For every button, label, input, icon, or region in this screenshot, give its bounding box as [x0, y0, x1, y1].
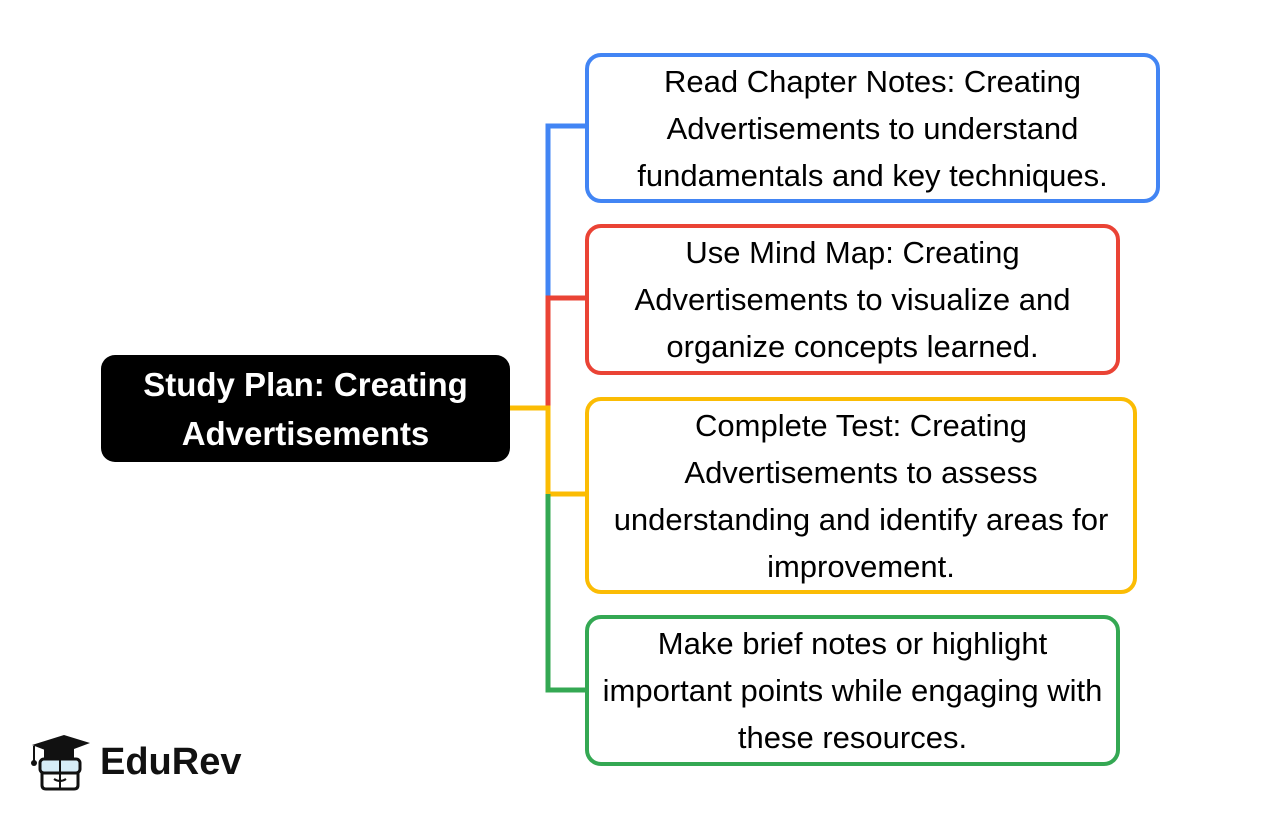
- node-read-notes: Read Chapter Notes: Creating Advertiseme…: [585, 53, 1160, 203]
- connector-green: [545, 494, 588, 693]
- root-node: Study Plan: Creating Advertisements: [101, 355, 510, 462]
- node-label: Make brief notes or highlight important …: [602, 626, 1103, 755]
- graduate-cap-icon: [31, 735, 90, 791]
- node-brief-notes: Make brief notes or highlight important …: [585, 615, 1120, 766]
- connector-yellow: [510, 405, 588, 497]
- connector-blue: [545, 123, 588, 298]
- node-label: Complete Test: Creating Advertisements t…: [613, 407, 1109, 584]
- edurev-logo: EduRev: [28, 733, 241, 791]
- node-label: Use Mind Map: Creating Advertisements to…: [634, 235, 1071, 364]
- node-mind-map: Use Mind Map: Creating Advertisements to…: [585, 224, 1120, 375]
- node-label: Read Chapter Notes: Creating Advertiseme…: [637, 63, 1108, 193]
- logo-text: EduRev: [100, 740, 242, 783]
- connector-red: [545, 295, 588, 408]
- node-complete-test: Complete Test: Creating Advertisements t…: [585, 397, 1137, 594]
- root-label: Study Plan: Creating Advertisements: [143, 365, 468, 452]
